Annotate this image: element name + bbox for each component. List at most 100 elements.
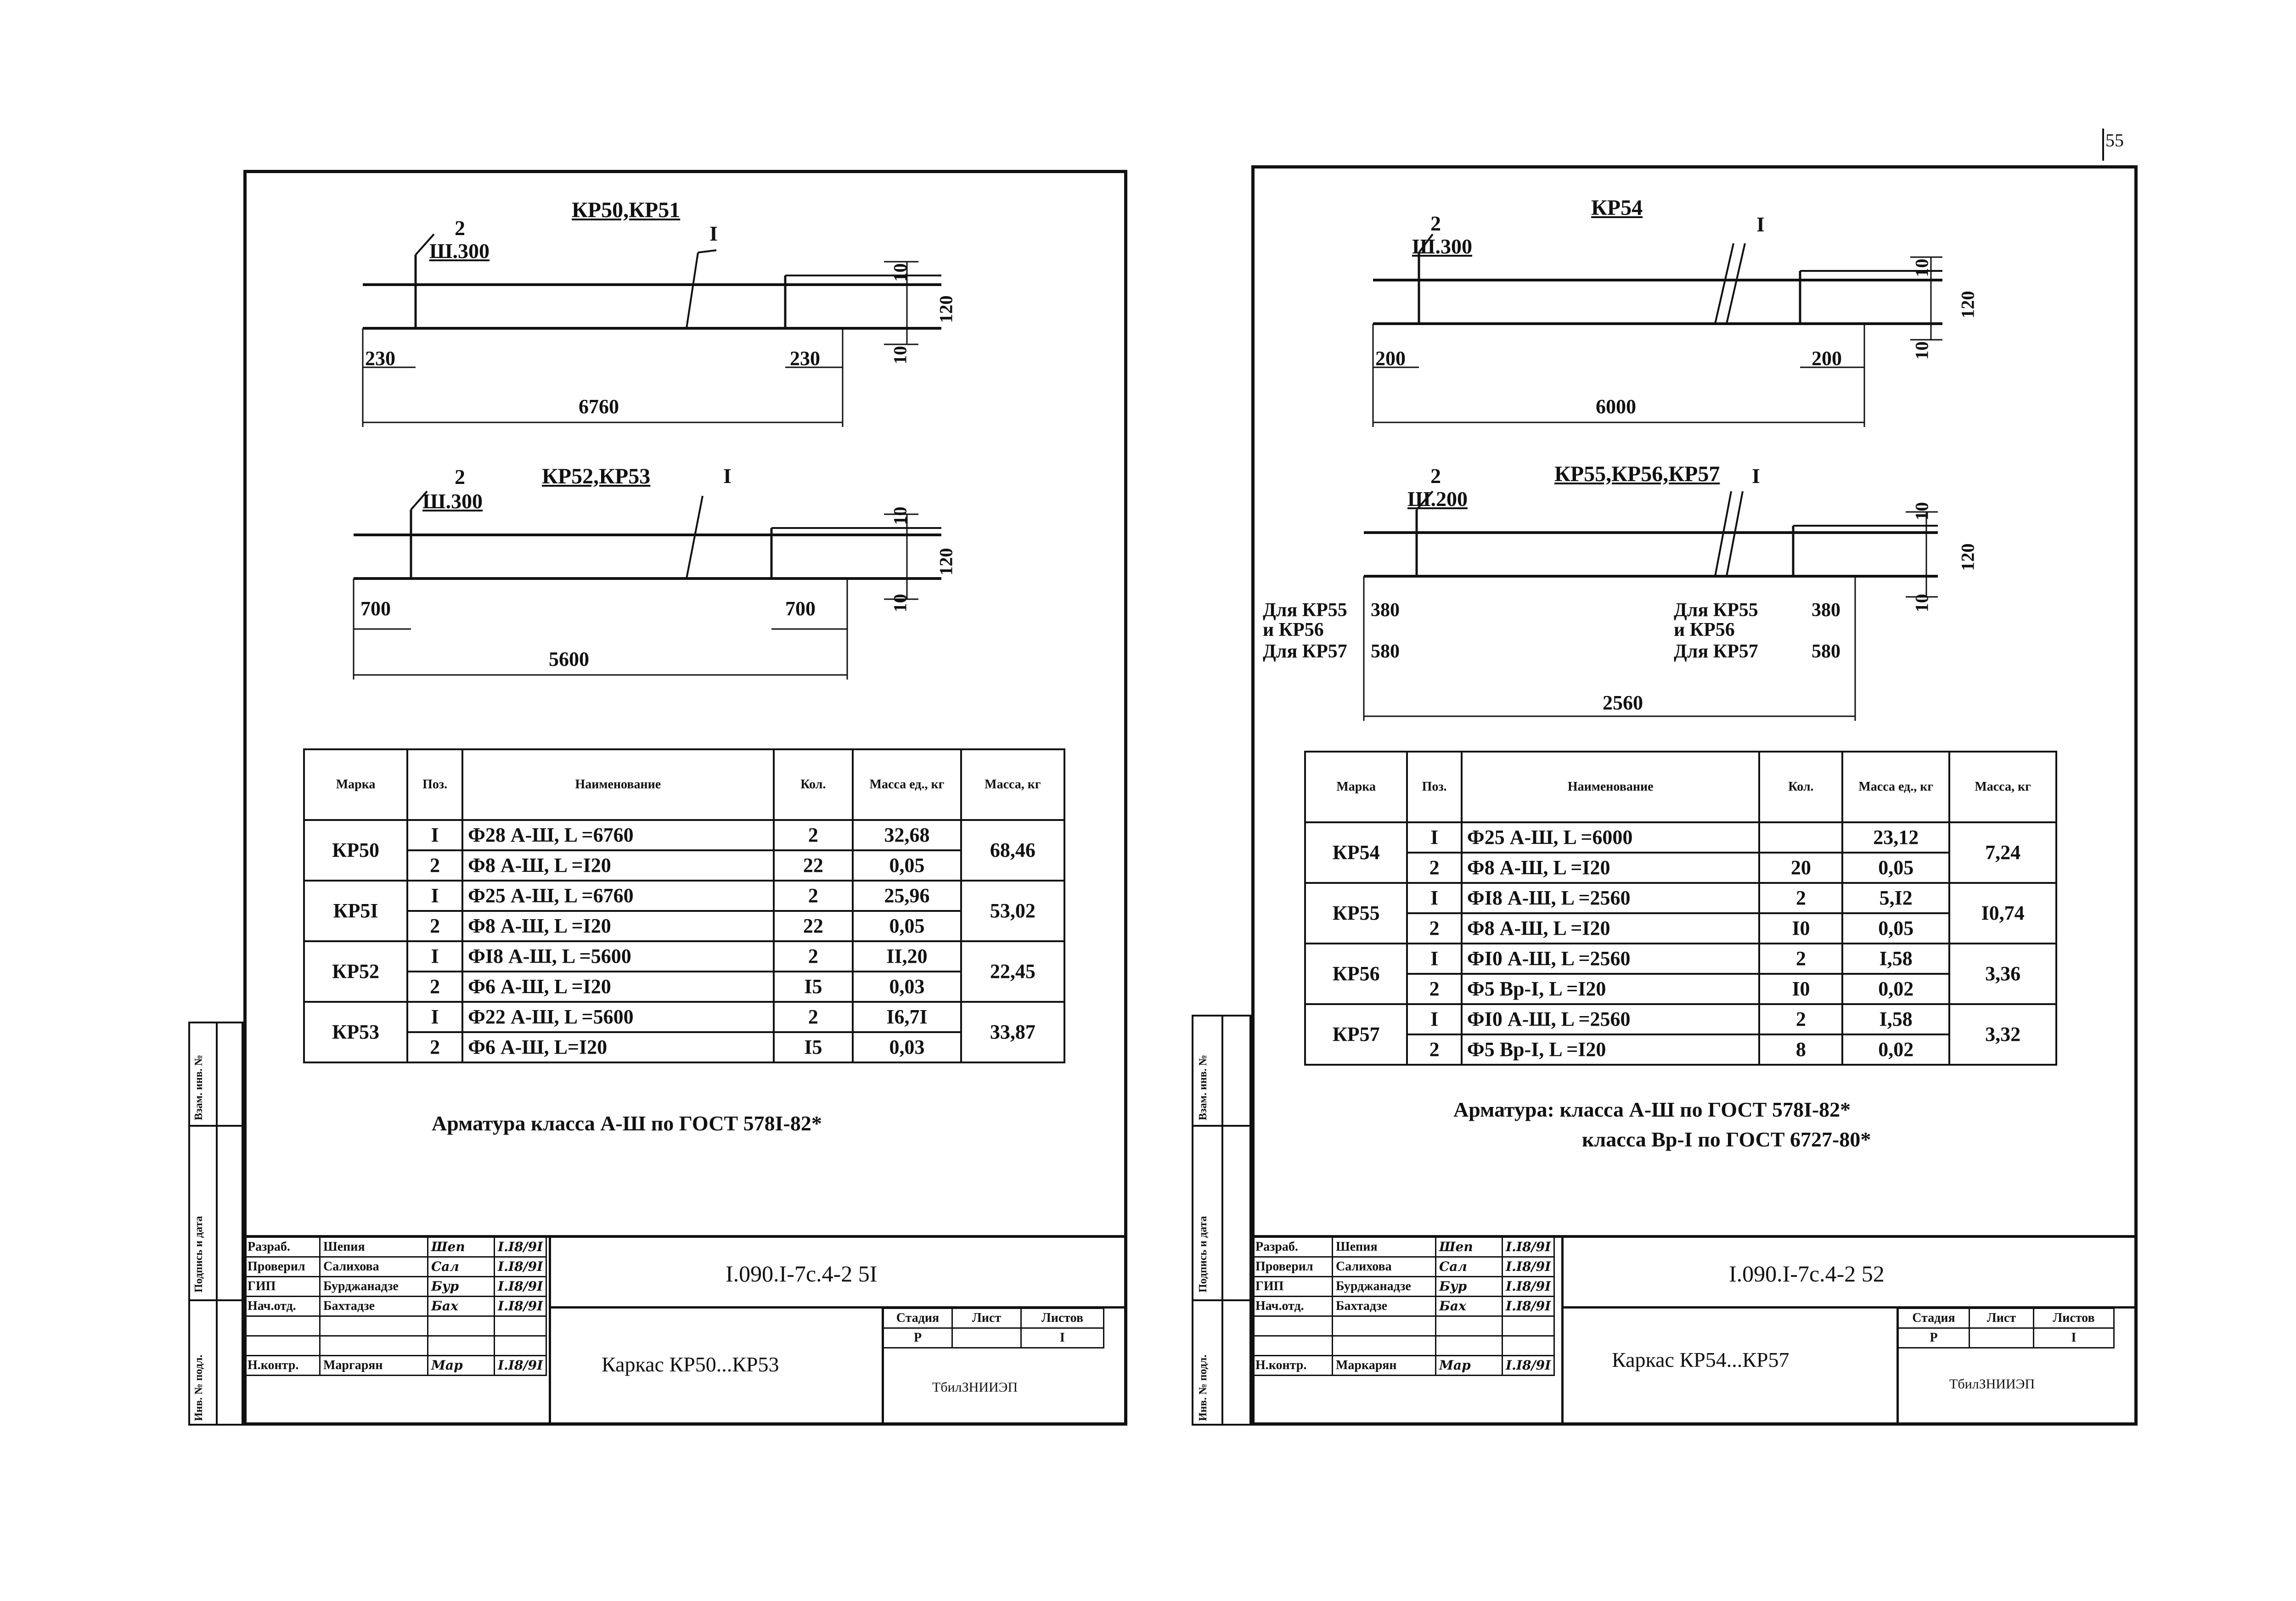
table-row: КР55 I ФI8 А-Ш, L =2560 2 5,I2 I0,74 [1304,882,2057,944]
right-unit-2-0: I,58 [1841,943,1951,975]
left-stamp-date-4 [493,1315,547,1337]
left-title-1: КР50,КР51 [572,198,681,222]
left-unit-1-0: 25,96 [852,880,962,912]
left-spec-header-row: Марка Поз. Наименование Кол. Масса ед., … [303,748,1066,821]
left-diagram-1 [362,233,941,427]
right-pos-1-1: 2 [1406,912,1463,944]
left-d1-right: 230 [790,347,820,370]
right-pos-2-1: 2 [1406,973,1463,1005]
left-th-pos: Поз. [406,748,464,821]
left-sheet-value [951,1327,1022,1348]
left-stamp-date-3: I.I8/9I [493,1296,547,1317]
right-unit-2-1: 0,02 [1841,973,1951,1005]
right-qty-0-0 [1758,821,1844,854]
page-number: 55 [2105,130,2124,151]
right-d2-for57-right: Для КР57 [1674,641,1758,662]
left-qty-3-0: 2 [772,1001,854,1033]
left-qty-0-1: 22 [772,849,854,882]
left-pos-3-1: 2 [406,1031,464,1063]
right-d1-count: 2 [1430,212,1441,235]
left-stamp-title: Каркас КР50...КР53 [602,1353,779,1376]
left-stamp-name-3: Бахтадзе [319,1296,428,1317]
left-qty-1-1: 22 [772,910,854,942]
table-row: КР50 I Ф28 А-Ш, L =6760 2 32,68 68,46 [303,819,1066,882]
left-d1-pos: I [709,222,718,245]
right-sheets-header: Листов [2033,1308,2115,1329]
left-d2-right: 700 [785,597,816,620]
left-stamp-sig-4 [427,1315,495,1337]
right-stamp-org: ТбилЗНИИЭП [1949,1376,2035,1392]
left-pos-0-0: I [406,819,464,851]
left-sheet-header: Лист [951,1308,1022,1329]
right-pos-2-0: I [1406,943,1463,975]
left-mass-2: 22,45 [960,940,1066,1003]
right-stamp-sig-6: Мар [1435,1355,1503,1376]
left-d2-v1: 10 [889,506,911,525]
right-stamp-name-6: Маркарян [1332,1355,1436,1376]
right-stamp-topline [1251,1235,2138,1238]
right-unit-0-1: 0,05 [1841,852,1951,884]
right-name-0-0: Ф25 А-Ш, L =6000 [1460,821,1761,854]
right-unit-3-0: I,58 [1841,1003,1951,1035]
left-d1-total: 6760 [579,395,619,418]
left-spec-table: Марка Поз. Наименование Кол. Масса ед., … [303,748,1066,1063]
right-stamp-code: I.090.I-7с.4-2 52 [1729,1261,1885,1286]
right-d2-step: Ш.200 [1407,487,1468,511]
left-d2-step: Ш.300 [422,489,483,513]
left-pos-1-0: I [406,880,464,912]
left-stamp-sig-2: Бур [427,1276,495,1297]
left-unit-3-0: I6,7I [852,1001,962,1033]
left-d1-left: 230 [365,347,395,370]
right-d2-count: 2 [1430,464,1441,488]
right-stamp-vline-1 [1561,1236,1564,1426]
table-row: КР57 I ФI0 А-Ш, L =2560 2 I,58 3,32 [1304,1003,2057,1066]
left-mark-2: КР52 [303,940,409,1003]
right-unit-3-1: 0,02 [1841,1034,1951,1066]
right-mark-2: КР56 [1304,943,1408,1005]
right-mass-3: 3,32 [1948,1003,2057,1066]
left-stage-value: Р [883,1327,953,1348]
left-pos-2-1: 2 [406,971,464,1003]
right-stage-header: Стадия [1897,1308,1970,1329]
right-stamp-date-2: I.I8/9I [1501,1276,1555,1297]
left-side-vzam-inv: Взам. инв. № [193,1055,205,1120]
left-stamp-name-2: Бурджанадзе [319,1276,428,1297]
right-spec-header-row: Марка Поз. Наименование Кол. Масса ед., … [1304,751,2057,823]
right-qty-1-1: I0 [1758,912,1844,944]
left-stamp-sig-1: Сал [427,1256,495,1277]
left-d1-v1: 10 [889,263,911,282]
right-th-mass: Масса, кг [1948,751,2057,823]
right-d2-left57: 580 [1371,641,1400,662]
right-pos-3-0: I [1406,1003,1463,1035]
left-pos-2-0: I [406,940,464,972]
right-stamp-role-2: ГИП [1251,1276,1333,1297]
right-stamp-hline-1 [1561,1306,2138,1309]
right-qty-3-1: 8 [1758,1034,1844,1066]
left-qty-1-0: 2 [772,880,854,912]
right-stamp-role-3: Нач.отд. [1251,1296,1333,1317]
right-d1-step: Ш.300 [1412,235,1473,258]
right-stamp-sig-2: Бур [1435,1276,1503,1297]
right-d1-left: 200 [1375,347,1406,370]
left-stamp-date-2: I.I8/9I [493,1276,547,1297]
right-stamp-title: Каркас КР54...КР57 [1612,1348,1790,1371]
left-stamp-date-6: I.I8/9I [493,1355,547,1376]
right-stamp-sig-4 [1435,1315,1503,1337]
right-stamp-sig-0: Шеп [1435,1236,1503,1258]
right-d2-for57-left: Для КР57 [1263,641,1347,662]
table-row: КР52 I ФI8 А-Ш, L =5600 2 II,20 22,45 [303,940,1066,1003]
left-d2-v3: 10 [889,594,911,612]
left-note: Арматура класса А-Ш по ГОСТ 578I-82* [432,1112,822,1135]
right-side-strip-rule-2 [1192,1125,1251,1127]
right-pos-0-0: I [1406,821,1463,854]
right-d2-for55-right: Для КР55 [1674,600,1758,621]
table-row: 2 Ф8 А-Ш, L =I20 I0 0,05 [1305,912,2056,944]
right-mass-2: 3,36 [1948,943,2057,1005]
table-row: КР53 I Ф22 А-Ш, L =5600 2 I6,7I 33,87 [303,1001,1066,1063]
